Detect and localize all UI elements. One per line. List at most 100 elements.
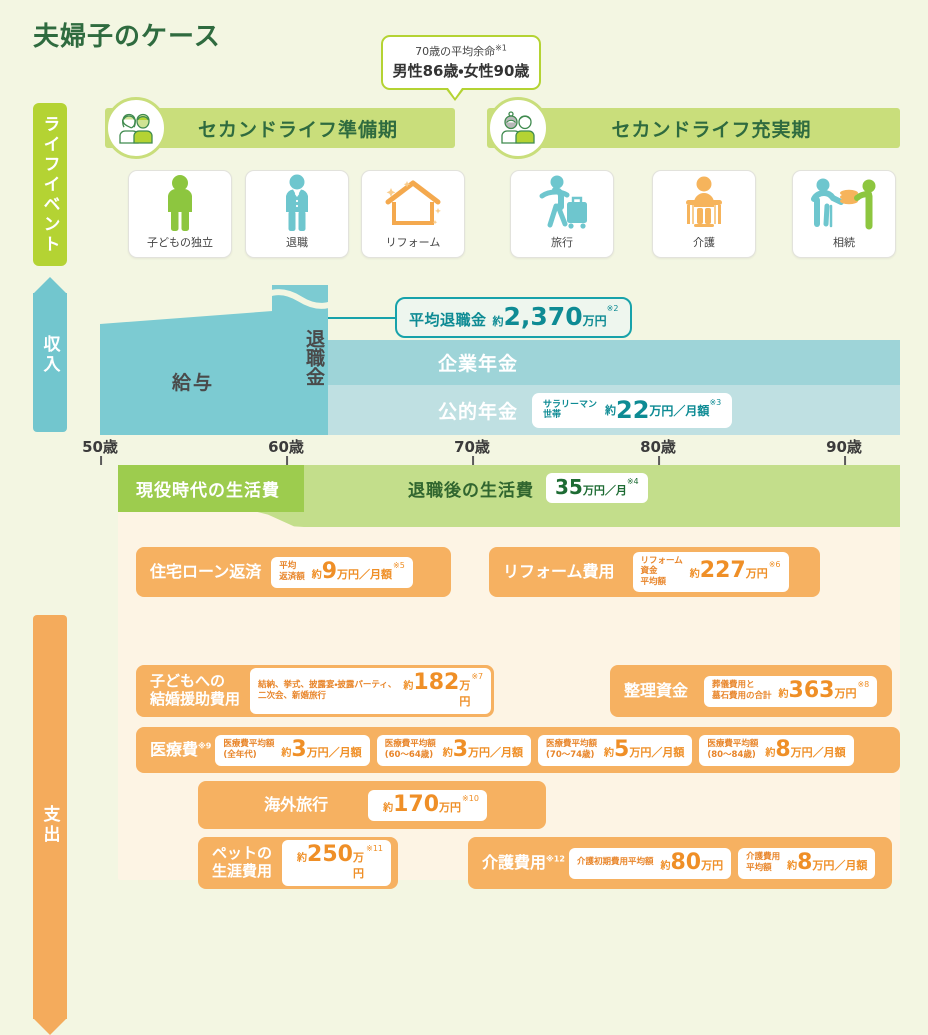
expense-badge-caption-line2: 返済額 bbox=[279, 571, 305, 582]
traveler-suitcase-icon bbox=[531, 171, 593, 234]
retirement-callout-leader-line bbox=[328, 317, 398, 319]
expense-badge-value: 363 bbox=[788, 677, 835, 703]
expense-badge-unit: 万円／月額 bbox=[468, 745, 524, 759]
income-bar-corporate-pension: 企業年金 bbox=[328, 340, 900, 385]
event-card-travel[interactable]: 旅行 bbox=[510, 170, 614, 258]
expense-badge-approx: 約 bbox=[281, 747, 292, 759]
living-cost-retired-unit: 万円／月 bbox=[582, 484, 627, 497]
expense-bar-reform-cost[interactable]: リフォーム費用 リフォーム 資金 平均額 約 227 万円 ※6 bbox=[489, 547, 820, 597]
pension-callout-unit: 万円／月額 bbox=[649, 403, 710, 418]
income-bar-retirement: 退職金 bbox=[250, 285, 350, 435]
footnote-ref-4: ※4 bbox=[626, 477, 639, 486]
pension-callout-caption-line1: サラリーマン bbox=[543, 399, 598, 410]
life-expectancy-caption: 70歳の平均余命 bbox=[415, 45, 496, 58]
footnote-ref-10: ※10 bbox=[462, 793, 479, 803]
expense-bar-overseas-travel[interactable]: 海外旅行 約 170 万円 ※10 bbox=[198, 781, 546, 829]
expense-bar-medical-cost[interactable]: 医療費※9 医療費平均額 (全年代) 約 3 万円／月額 医療費平均額 (60〜… bbox=[136, 727, 900, 773]
living-cost-band: 退職後の生活費 35 万円／月 ※4 現役時代の生活費 bbox=[118, 465, 900, 527]
expense-badge-caption-line2: 墓石費用の合計 bbox=[712, 690, 772, 701]
expense-badge-caption-line1: 葬儀費用と bbox=[712, 680, 755, 691]
age-tick-70: 70歳 bbox=[454, 436, 490, 465]
retirement-amount-callout: 平均退職金 約 2,370 万円 ※2 bbox=[395, 297, 633, 338]
retirement-callout-title: 平均退職金 bbox=[409, 311, 487, 329]
expense-badge: 介護初期費用平均額 約 80 万円 bbox=[568, 847, 732, 879]
expense-bar-nursing-care-cost[interactable]: 介護費用※12 介護初期費用平均額 約 80 万円 介護費用 平均額 約 8 万… bbox=[468, 837, 892, 889]
expense-badge-unit: 万円／月額 bbox=[337, 567, 393, 581]
event-card-inheritance[interactable]: 相続 bbox=[792, 170, 896, 258]
expense-badge-caption-line1: 医療費平均額 bbox=[546, 739, 598, 750]
phase-fulfillment: セカンドライフ充実期 bbox=[487, 97, 900, 159]
couple-senior-icon bbox=[487, 97, 549, 159]
living-cost-active: 現役時代の生活費 bbox=[118, 465, 304, 512]
event-card-label: 相続 bbox=[833, 236, 855, 249]
expense-bar-title-line2: 結婚援助費用 bbox=[150, 690, 241, 708]
pension-callout-approx: 約 bbox=[605, 404, 617, 417]
expense-badge-unit: 万円／月額 bbox=[629, 745, 685, 759]
expense-badge-unit: 万円／月額 bbox=[790, 745, 846, 759]
living-cost-active-label: 現役時代の生活費 bbox=[136, 481, 280, 501]
rail-income-label: 収入 bbox=[39, 334, 60, 375]
expense-badge-caption-line2: 二次会、新婚旅行 bbox=[258, 690, 327, 701]
age-tick-label: 50歳 bbox=[82, 438, 118, 456]
age-tick-label: 90歳 bbox=[826, 438, 862, 456]
footnote-ref-7: ※7 bbox=[471, 672, 484, 681]
income-bar-corporate-pension-label: 企業年金 bbox=[438, 353, 519, 375]
expense-badge-approx: 約 bbox=[689, 569, 700, 581]
expense-bar-title-line2: 生涯費用 bbox=[212, 862, 273, 880]
expense-badge-value: 170 bbox=[393, 791, 440, 817]
living-cost-retired-value: 35 bbox=[555, 475, 583, 499]
footnote-ref-5: ※5 bbox=[393, 560, 405, 570]
expense-bar-housing-loan[interactable]: 住宅ローン返済 平均 返済額 約 9 万円／月額 ※5 bbox=[136, 547, 451, 597]
expense-badge-approx: 約 bbox=[442, 747, 453, 759]
footnote-ref-2: ※2 bbox=[606, 304, 619, 313]
expense-bar-estate-settlement[interactable]: 整理資金 葬儀費用と 墓石費用の合計 約 363 万円 ※8 bbox=[610, 665, 892, 717]
expense-bar-title: 介護費用 bbox=[482, 852, 547, 872]
expense-badge-caption-line2: 資金 bbox=[640, 566, 658, 577]
age-tick-label: 60歳 bbox=[268, 438, 304, 456]
expense-bar-child-wedding-support[interactable]: 子どもへの 結婚援助費用 結納、挙式、披露宴・披露パーティ、 二次会、新婚旅行 … bbox=[136, 665, 494, 717]
expense-badge: 葬儀費用と 墓石費用の合計 約 363 万円 ※8 bbox=[704, 675, 878, 707]
age-tick-label: 80歳 bbox=[640, 438, 676, 456]
expense-bar-title: 海外旅行 bbox=[264, 794, 329, 814]
expense-bar-title: 住宅ローン返済 bbox=[150, 561, 262, 581]
retirement-callout-unit: 万円 bbox=[582, 314, 607, 328]
footnote-ref-1: ※1 bbox=[495, 43, 507, 53]
rail-life-event-label: ライフイベント bbox=[39, 114, 60, 255]
expense-badge: 結納、挙式、披露宴・披露パーティ、 二次会、新婚旅行 約 182 万円 ※7 bbox=[250, 668, 492, 714]
event-card-reform[interactable]: リフォーム bbox=[361, 170, 465, 258]
expense-badge-value: 5 bbox=[614, 736, 630, 762]
age-tick-90: 90歳 bbox=[826, 436, 862, 465]
expense-badge: 医療費平均額 (80〜84歳) 約 8 万円／月額 bbox=[699, 734, 854, 766]
income-chart: 給与 企業年金 公的年金 退職金 平均退職金 約 2,370 万円 ※2 サラリ… bbox=[100, 285, 900, 435]
age-tick-label: 70歳 bbox=[454, 438, 490, 456]
life-expectancy-callout: 70歳の平均余命※1 男性86歳・女性90歳 bbox=[381, 35, 541, 101]
expense-bar-title: 整理資金 bbox=[624, 680, 689, 700]
pension-amount-callout: サラリーマン 世帯 約 22 万円／月額 ※3 bbox=[532, 393, 733, 428]
event-card-label: リフォーム bbox=[385, 236, 441, 249]
event-card-retirement[interactable]: 退職 bbox=[245, 170, 349, 258]
expense-badge-value: 3 bbox=[291, 736, 307, 762]
expense-badge: 約 250 万円 ※11 bbox=[282, 840, 391, 886]
expense-badge-value: 8 bbox=[775, 736, 791, 762]
wave-break-icon bbox=[250, 289, 350, 309]
expense-badge: 平均 返済額 約 9 万円／月額 ※5 bbox=[271, 556, 413, 588]
callout-tail-icon bbox=[445, 88, 465, 101]
expense-bar-pet-lifetime-cost[interactable]: ペットの 生涯費用 約 250 万円 ※11 bbox=[198, 837, 398, 889]
expense-badge-caption-line1: 医療費平均額 bbox=[384, 739, 436, 750]
expense-badge-unit: 万円 bbox=[352, 851, 364, 880]
expense-badge-approx: 約 bbox=[383, 802, 394, 814]
phase-fulfillment-label: セカンドライフ充実期 bbox=[611, 118, 812, 141]
expense-badge-unit: 万円 bbox=[745, 567, 768, 581]
income-bar-retirement-label: 退職金 bbox=[303, 329, 325, 386]
expense-badge-caption-line2: (80〜84歳) bbox=[707, 749, 756, 760]
event-card-nursing-care[interactable]: 介護 bbox=[652, 170, 756, 258]
event-card-child-independence[interactable]: 子どもの独立 bbox=[128, 170, 232, 258]
page-title: 夫婦子のケース bbox=[33, 22, 221, 52]
age-tick-50: 50歳 bbox=[82, 436, 118, 465]
arrow-up-icon bbox=[33, 277, 67, 294]
expense-bar-title-line1: ペットの bbox=[212, 844, 273, 863]
footnote-ref-11: ※11 bbox=[366, 844, 383, 853]
expense-badge-value: 80 bbox=[670, 849, 702, 875]
house-icon bbox=[382, 171, 444, 234]
footnote-ref-6: ※6 bbox=[768, 560, 781, 570]
